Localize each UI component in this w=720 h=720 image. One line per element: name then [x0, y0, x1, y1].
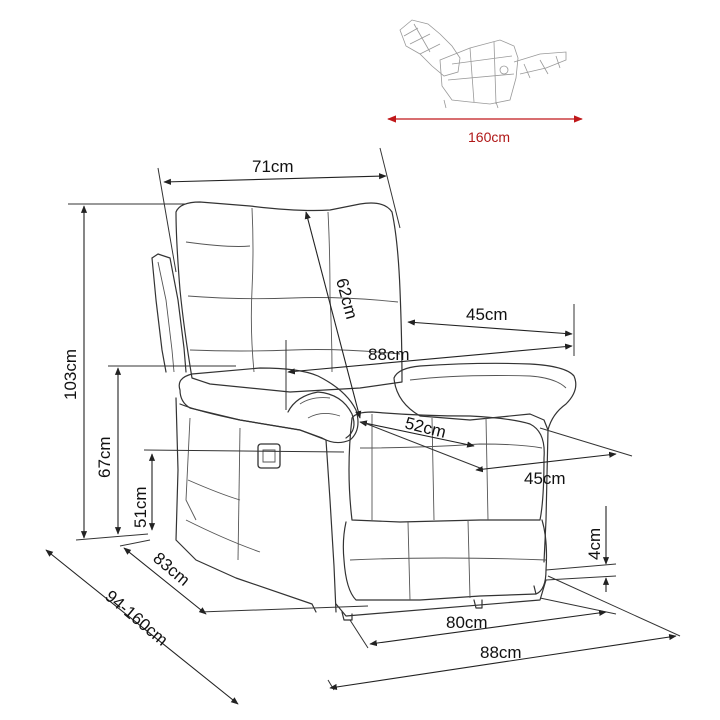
reclined-length-dimension: 160cm — [387, 115, 583, 145]
armrest-height-label: 67cm — [95, 436, 114, 478]
reclined-chair-thumbnail — [399, 19, 567, 109]
total-width-bottom-label: 88cm — [480, 643, 522, 662]
armrest-depth-label: 45cm — [466, 305, 508, 324]
back-height-label: 62cm — [332, 276, 361, 321]
base-width-label: 80cm — [446, 613, 488, 632]
recliner-chair — [151, 201, 577, 621]
seat-height-dimension: 51cm — [131, 449, 345, 531]
recline-lever-icon — [257, 443, 281, 469]
seat-width-label: 45cm — [524, 469, 566, 488]
base-width-dimension: 80cm — [349, 597, 617, 649]
back-width-dimension: 71cm — [157, 147, 401, 273]
depth-range-dimension: 94-160cm — [45, 549, 239, 705]
reclined-length-label: 160cm — [468, 129, 510, 145]
armrest-height-dimension: 67cm — [95, 365, 236, 535]
total-height-dimension: 103cm — [61, 203, 186, 541]
back-width-label: 71cm — [252, 157, 294, 176]
total-width-bottom-dimension: 88cm — [327, 575, 681, 691]
depth-range-label: 94-160cm — [101, 587, 171, 650]
seat-width-dimension: 45cm — [361, 421, 633, 488]
seat-height-label: 51cm — [131, 486, 150, 528]
leg-height-dimension: 4cm — [545, 506, 617, 592]
total-width-top-dimension: 88cm — [285, 340, 573, 410]
total-height-label: 103cm — [61, 349, 80, 400]
depth-dimension: 83cm — [119, 539, 369, 615]
depth-label: 83cm — [149, 549, 193, 590]
back-height-dimension: 62cm — [304, 211, 361, 419]
total-width-top-label: 88cm — [368, 345, 410, 364]
leg-height-label: 4cm — [585, 528, 604, 560]
armrest-depth-dimension: 45cm — [407, 304, 575, 356]
seat-depth-dimension: 52cm — [359, 413, 475, 448]
